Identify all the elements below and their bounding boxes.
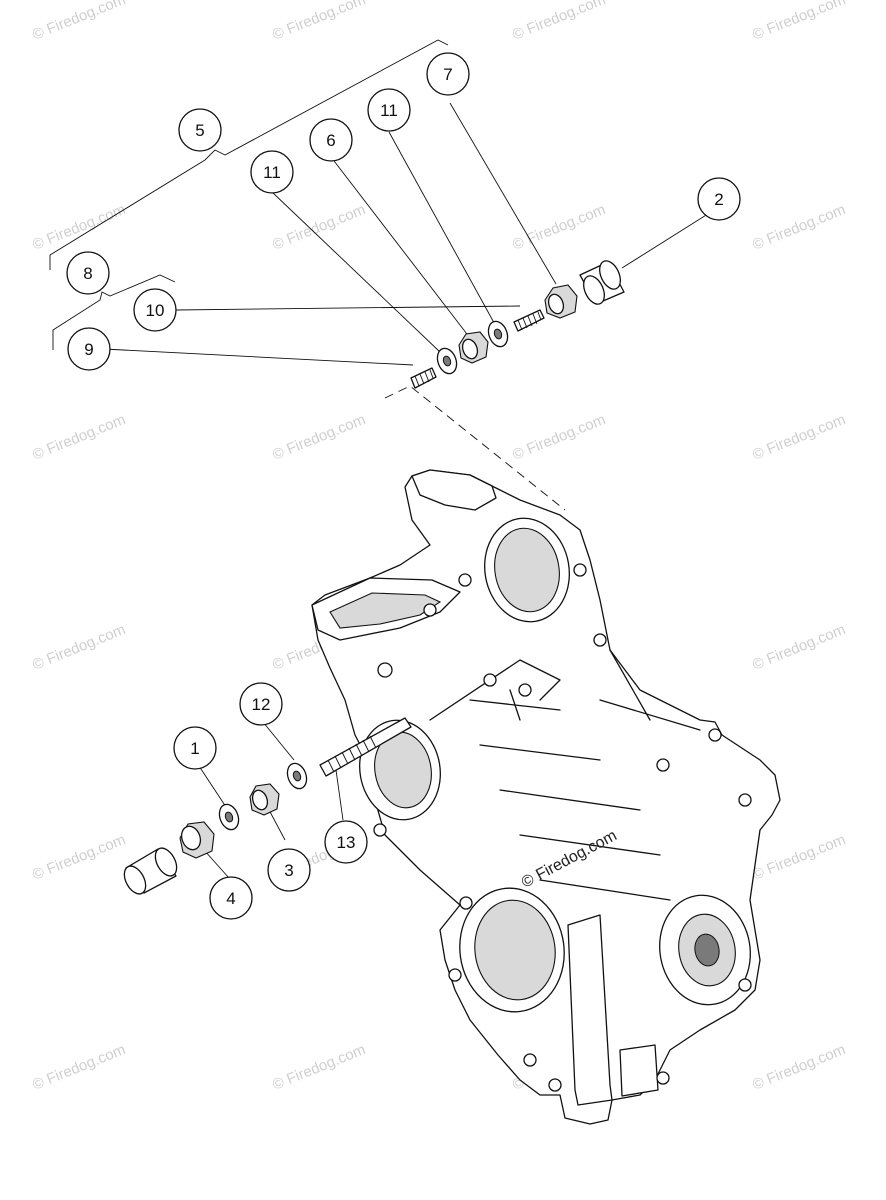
callout-c7: 7 (426, 52, 470, 96)
watermark-text: © Firedog.com (30, 201, 128, 254)
stud-part-9 (410, 367, 437, 389)
callout-circle (697, 177, 741, 221)
watermark-text: © Firedog.com (510, 201, 608, 254)
watermark-text: © Firedog.com (30, 411, 128, 464)
callout-c6: 6 (309, 118, 353, 162)
callout-circle (324, 820, 368, 864)
callout-number: 12 (252, 695, 271, 714)
callout-circle (66, 251, 110, 295)
plug-part-lower (123, 847, 178, 895)
callout-c8: 8 (66, 251, 110, 295)
callout-c9: 9 (67, 327, 111, 371)
watermark-text: © Firedog.com (510, 0, 608, 44)
group-bracket-5 (49, 39, 449, 270)
callout-c1: 1 (173, 726, 217, 770)
plug-part-2 (579, 260, 625, 305)
watermark-text: © Firedog.com (30, 621, 128, 674)
callout-circle (367, 88, 411, 132)
watermark-text: © Firedog.com (270, 201, 368, 254)
timing-cover-housing (311, 469, 781, 1125)
callout-c10: 10 (133, 288, 177, 332)
callout-number: 11 (263, 163, 281, 182)
callout-circle (239, 682, 283, 726)
callout-number: 1 (190, 739, 199, 758)
callout-c11a: 11 (250, 150, 294, 194)
watermark-text: © Firedog.com (750, 411, 848, 464)
callout-number: 4 (226, 889, 235, 908)
callout-circle (250, 150, 294, 194)
callout-number: 9 (84, 340, 93, 359)
watermark-text: © Firedog.com (510, 411, 608, 464)
callout-number: 13 (337, 833, 356, 852)
watermark-text: © Firedog.com (750, 0, 848, 44)
callout-number: 11 (380, 101, 398, 120)
callout-number: 5 (195, 121, 204, 140)
nut-part-6 (458, 331, 489, 364)
callout-number: 7 (443, 65, 452, 84)
callout-c5: 5 (178, 108, 222, 152)
watermark-text: © Firedog.com (750, 1041, 848, 1094)
stud-part-10 (513, 309, 545, 332)
callout-circle (178, 108, 222, 152)
callout-number: 8 (83, 264, 92, 283)
watermark-text: © Firedog.com (270, 1041, 368, 1094)
callout-c11b: 11 (367, 88, 411, 132)
nut-part-4 (179, 821, 215, 859)
callout-c12: 12 (239, 682, 283, 726)
callout-c4: 4 (209, 876, 253, 920)
callout-circle (309, 118, 353, 162)
leader-lines (103, 102, 712, 879)
callout-circle (426, 52, 470, 96)
callout-circle (133, 288, 177, 332)
watermark-text: © Firedog.com (30, 0, 128, 44)
callout-circle (209, 876, 253, 920)
callout-number: 2 (714, 190, 723, 209)
callout-c3: 3 (267, 848, 311, 892)
washer-part-11-upper (487, 320, 509, 348)
watermark-text: © Firedog.com (270, 0, 368, 44)
nut-part-3 (249, 783, 280, 816)
watermark-text: © Firedog.com (750, 201, 848, 254)
washer-part-1 (218, 803, 240, 831)
callout-number: 3 (284, 861, 293, 880)
watermark-text: © Firedog.com (30, 1041, 128, 1094)
watermark-text: © Firedog.com (750, 831, 848, 884)
washer-part-11-lower (436, 347, 458, 375)
bolt-holes (373, 563, 752, 1092)
callout-circle (67, 327, 111, 371)
watermark-text: © Firedog.com (750, 621, 848, 674)
callout-c2: 2 (697, 177, 741, 221)
watermark-text: © Firedog.com (270, 411, 368, 464)
callout-number: 10 (146, 301, 165, 320)
stud-part-13 (319, 717, 412, 777)
washer-part-12 (286, 762, 308, 790)
nut-part-7 (544, 284, 578, 319)
callout-circle (173, 726, 217, 770)
callout-circle (267, 848, 311, 892)
callout-c13: 13 (324, 820, 368, 864)
callout-number: 6 (326, 131, 335, 150)
group-bracket-8 (52, 274, 176, 350)
watermark-text: © Firedog.com (30, 831, 128, 884)
